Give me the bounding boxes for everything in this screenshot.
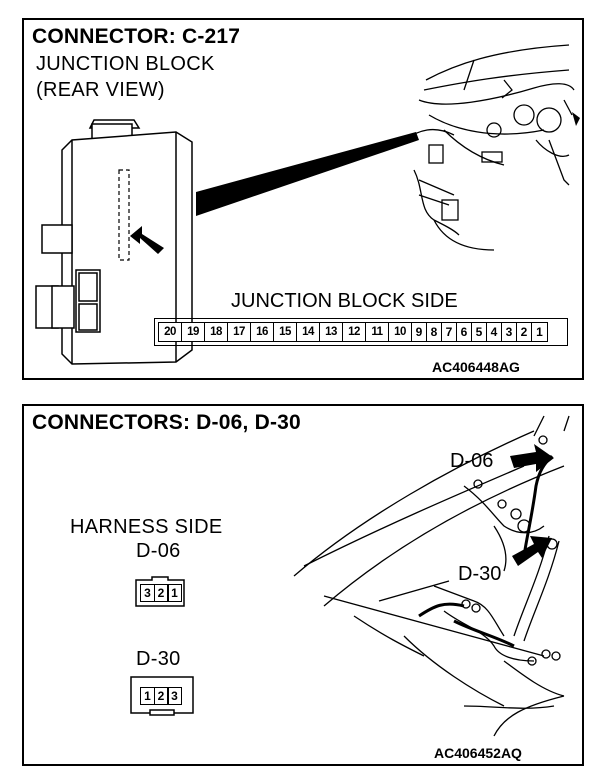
pin-3: 3 bbox=[167, 687, 182, 705]
pin-6: 6 bbox=[457, 323, 472, 341]
pin-16: 16 bbox=[251, 323, 274, 341]
figure-code: AC406448AG bbox=[432, 359, 520, 375]
pin-4: 4 bbox=[487, 323, 502, 341]
junction-block-side-label: JUNCTION BLOCK SIDE bbox=[231, 290, 458, 312]
figure-code: AC406452AQ bbox=[434, 745, 522, 761]
connector-slot bbox=[118, 169, 130, 261]
harness-side-label: HARNESS SIDE bbox=[70, 516, 223, 538]
vehicle-harness-illustration bbox=[293, 415, 570, 737]
pin-18: 18 bbox=[205, 323, 228, 341]
pin-17: 17 bbox=[228, 323, 251, 341]
pin-20: 20 bbox=[159, 323, 182, 341]
pin-19: 19 bbox=[182, 323, 205, 341]
pin-1: 1 bbox=[140, 687, 155, 705]
pin-1: 1 bbox=[536, 325, 543, 339]
pin-2: 2 bbox=[517, 323, 532, 341]
pin-12: 12 bbox=[343, 323, 366, 341]
pin-10: 10 bbox=[389, 323, 412, 341]
pin-8: 8 bbox=[427, 323, 442, 341]
d30-callout: D-30 bbox=[458, 563, 502, 585]
pin-3: 3 bbox=[502, 323, 517, 341]
pointer-wedge bbox=[196, 132, 419, 216]
pin-2: 2 bbox=[153, 687, 169, 705]
d30-arrow-icon bbox=[512, 536, 552, 566]
pin-11: 11 bbox=[366, 323, 389, 341]
pin-3: 3 bbox=[140, 584, 155, 602]
pin-7: 7 bbox=[442, 323, 457, 341]
pin-5: 5 bbox=[472, 323, 487, 341]
d06-callout: D-06 bbox=[450, 450, 494, 472]
d06-arrow-icon bbox=[510, 444, 554, 472]
pin-15: 15 bbox=[274, 323, 297, 341]
connector-housing bbox=[154, 318, 568, 346]
pin-14: 14 bbox=[297, 323, 320, 341]
junction-block-illustration bbox=[35, 44, 580, 365]
pin-9: 9 bbox=[412, 323, 427, 341]
panel-title: CONNECTORS: D-06, D-30 bbox=[32, 411, 301, 434]
connector-c217-panel: CONNECTOR: C-217 JUNCTION BLOCK (REAR VI… bbox=[22, 18, 584, 380]
pin-2: 2 bbox=[153, 584, 169, 602]
panel-title: CONNECTOR: C-217 bbox=[32, 25, 241, 48]
junction-block-label: JUNCTION BLOCK bbox=[36, 53, 215, 75]
pin-1: 1 bbox=[167, 584, 182, 602]
arrow-icon bbox=[130, 226, 164, 254]
connectors-d06-d30-panel: CONNECTORS: D-06, D-30 HARNESS SIDE D-06… bbox=[22, 404, 584, 766]
rear-view-label: (REAR VIEW) bbox=[36, 79, 165, 101]
d06-label: D-06 bbox=[136, 540, 181, 562]
pin-13: 13 bbox=[320, 323, 343, 341]
d30-label: D-30 bbox=[136, 648, 181, 670]
